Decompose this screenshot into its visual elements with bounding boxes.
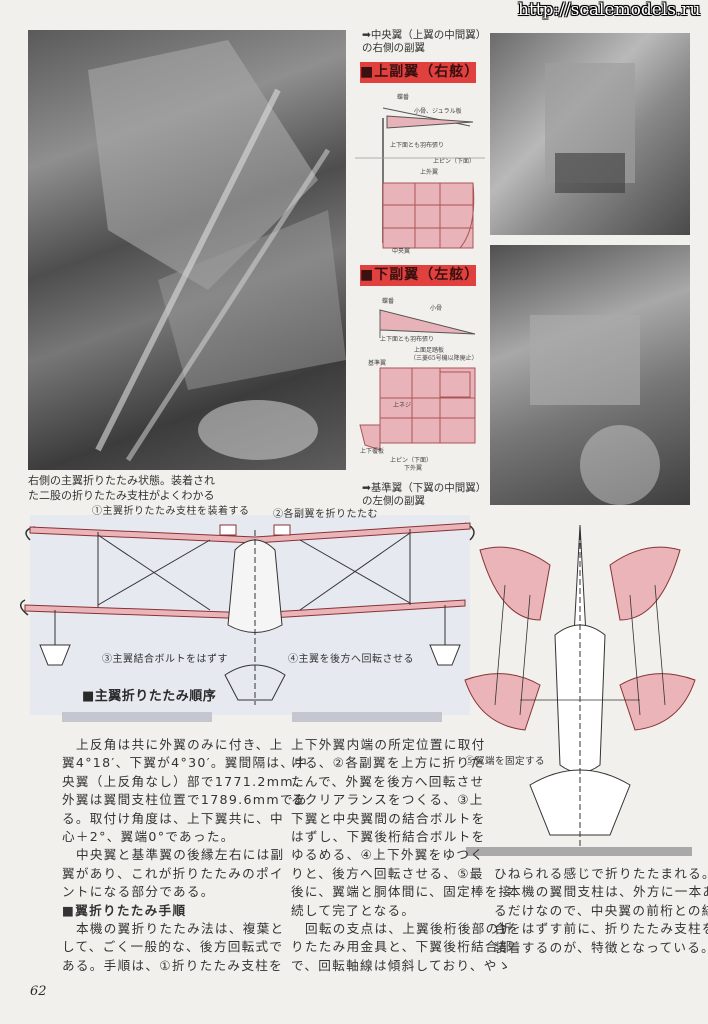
text-line: 央翼（上反角なし）部で1771.2mm、 — [62, 773, 308, 789]
text-line: りと、後方へ回転させる、⑤最 — [291, 865, 484, 881]
text-line: たんで、外翼を後方へ回転させ — [291, 773, 485, 789]
label-hinge: 蝶番 — [397, 94, 410, 101]
label-rib: 小骨 — [430, 305, 443, 312]
upper-aileron-diagram — [355, 107, 485, 249]
photo-wing-shapes — [88, 40, 346, 462]
caption-line: 中央翼（上翼の中間翼） — [370, 29, 487, 41]
label-fabric: 上下面とも羽布張り — [390, 142, 445, 149]
caption-line: 右側の主翼折りたたみ状態。装着され — [28, 474, 215, 487]
text-line: で、回転軸線は傾斜しており、やゝ — [291, 957, 512, 973]
step-3-label: ③主翼結合ボルトをはずす — [102, 654, 228, 665]
top-view-diagram — [464, 524, 696, 850]
text-line: はずし、下翼後桁結合ボルトを — [291, 828, 486, 844]
divider-bar — [62, 712, 212, 722]
text-line: 本機の翼間支柱は、外方に一本あ — [508, 884, 708, 900]
arrow-icon: ➡ — [362, 482, 371, 494]
text-line: ける、②各副翼を上方に折りた — [291, 755, 485, 771]
label-screw: 上ネジ — [393, 402, 412, 409]
label-pin: 上ピン（下面） — [390, 457, 433, 464]
text-line: 中央翼と基準翼の後縁左右には副 — [76, 847, 285, 863]
divider-bar — [466, 847, 692, 856]
text-line: して、ごく一般的な、後方回転式で — [62, 939, 284, 955]
text-line: 心＋2°、翼端0°であった。 — [62, 828, 235, 844]
upper-aileron-caption: ➡中央翼（上翼の中間翼） の右側の副翼 — [362, 29, 486, 55]
text-line: るクリアランスをつくる、③上 — [291, 792, 484, 808]
label-walkway-note: （三菱65号機以降廃止） — [410, 355, 478, 362]
text-line: ントになる部分である。 — [62, 884, 215, 900]
label-hinge: 蝶番 — [382, 298, 395, 305]
step-5-label: ⑤翼端を固定する — [465, 756, 546, 767]
text-line: 翼があり、これが折りたたみのポイ — [62, 865, 284, 881]
text-line: るだけなので、中央翼の前桁との結 — [494, 902, 708, 918]
text-line: 外翼は翼間支柱位置で1789.6mmであ — [62, 792, 308, 808]
body-column-2: 上下外翼内端の所定位置に取付ける、②各副翼を上方に折りたたんで、外翼を後方へ回転… — [291, 736, 513, 975]
main-photo-caption: 右側の主翼折りたたみ状態。装着され た二股の折りたたみ支柱がよくわかる — [28, 473, 215, 503]
diagram-title: ■主翼折りたたみ順序 — [82, 689, 217, 704]
caption-line: 基準翼（下翼の中間翼） — [370, 482, 487, 494]
lower-aileron-caption: ➡基準翼（下翼の中間翼） の左側の副翼 — [362, 482, 486, 508]
text-line: ゆるめる、④上下外翼をゆつく — [291, 847, 485, 863]
body-column-1: 上反角は共に外翼のみに付き、上翼4°18′、下翼が4°30′。翼間隔は、中央翼（… — [62, 736, 308, 975]
caption-line: の右側の副翼 — [362, 42, 425, 54]
photo-detail — [545, 63, 635, 193]
photo-folded-wing — [28, 30, 346, 470]
lower-aileron-diagram — [359, 309, 476, 451]
caption-line: た二股の折りたたみ支柱がよくわかる — [28, 489, 215, 502]
text-line: 上下外翼内端の所定位置に取付 — [291, 737, 486, 752]
text-line: る。取付け角度は、上下翼共に、中 — [62, 810, 284, 826]
text-line: 続して完了となる。 — [291, 902, 416, 918]
label-lower: 下外翼 — [404, 465, 423, 472]
label-spar: 上下覆板 — [360, 448, 385, 455]
label-center: 中央翼 — [392, 248, 411, 255]
body-column-3: ひねられる感じで折りたたまれる。本機の翼間支柱は、外方に一本あるだけなので、中央… — [494, 865, 708, 957]
lower-aileron-title: ■下副翼（左舷） — [360, 265, 478, 286]
caption-line: の左側の副翼 — [362, 495, 425, 507]
label-fabric: 上下面とも羽布張り — [380, 336, 435, 343]
step-4-label: ④主翼を後方へ回転させる — [288, 654, 414, 665]
step-1-label: ①主翼折りたたみ支柱を装着する — [92, 506, 250, 517]
label-walkway: 上面足踏板 — [414, 347, 445, 354]
text-line: 翼4°18′、下翼が4°30′。翼間隔は、中 — [62, 755, 309, 771]
text-line: 上反角は共に外翼のみに付き、上 — [76, 737, 284, 752]
label-base: 基準翼 — [368, 360, 387, 367]
page-number: 62 — [30, 984, 47, 999]
label-outer: 上外翼 — [420, 169, 439, 176]
front-view-diagram — [19, 522, 475, 705]
photo-detail — [530, 315, 660, 505]
label-pin: 上ピン（下面） — [433, 158, 476, 165]
text-line: ひねられる感じで折りたたまれる。 — [494, 866, 708, 881]
step-2-label: ②各副翼を折りたたむ — [273, 509, 378, 520]
text-line: りたたみ用金具と、下翼後桁結合部 — [291, 939, 513, 955]
photo-lower-aileron — [490, 245, 690, 505]
divider-bar — [292, 712, 442, 722]
upper-aileron-title: ■上副翼（右舷） — [360, 62, 478, 83]
text-line: 本機の翼折りたたみ法は、複葉と — [76, 920, 285, 936]
watermark: http://scalemodels.ru — [518, 0, 701, 20]
label-rib: 小骨、ジュラル板 — [414, 108, 462, 115]
text-line: ある。手順は、①折りたたみ支柱を — [62, 957, 283, 973]
arrow-icon: ➡ — [362, 29, 371, 41]
text-line: 下翼と中央翼間の結合ボルトを — [291, 810, 486, 826]
text-line: 回転の支点は、上翼後桁後部の折 — [305, 920, 514, 936]
text-line: 後に、翼端と胴体間に、固定棒を接 — [291, 884, 513, 900]
photo-upper-aileron — [490, 33, 690, 235]
text-line: 合をはずす前に、折りたたみ支柱を — [494, 921, 708, 937]
section-heading: ■翼折りたたみ手順 — [62, 902, 187, 918]
text-line: 装着するのが、特徴となっている。 — [494, 939, 708, 955]
